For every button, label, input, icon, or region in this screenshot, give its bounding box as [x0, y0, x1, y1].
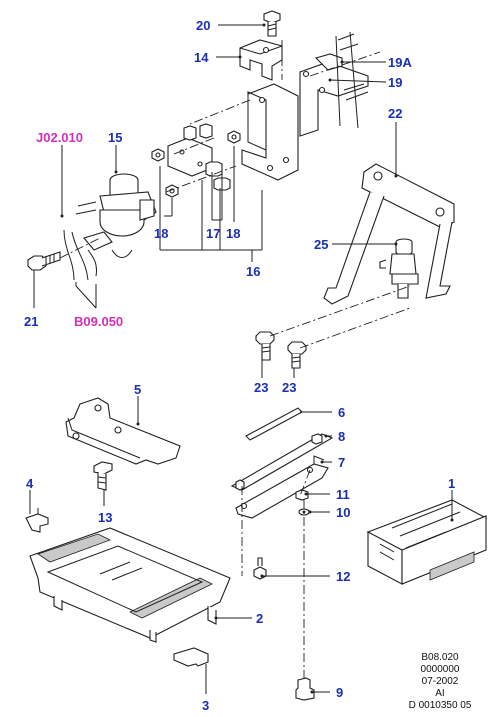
footer-line-2: 0000000	[421, 664, 460, 675]
footer-line-4: AI	[435, 688, 444, 699]
callout-19a: 19A	[388, 55, 412, 70]
rod-6	[245, 407, 303, 441]
drawing-info: B08.020 0000000 07-2002 AI D 0010350 05	[409, 652, 472, 711]
footer-line-5: D 0010350 05	[409, 700, 472, 711]
screw-23-right	[287, 341, 307, 369]
hose-lines	[63, 229, 97, 281]
callout-25: 25	[314, 237, 328, 252]
callout-6: 6	[338, 405, 345, 420]
callout-18-left: 18	[154, 226, 168, 241]
bolt-21	[27, 251, 61, 271]
callout-10: 10	[336, 505, 350, 520]
callout-18-right: 18	[226, 226, 240, 241]
leader-lines	[29, 23, 454, 694]
callout-4: 4	[26, 476, 34, 491]
callout-23-left: 23	[254, 380, 268, 395]
callout-1: 1	[448, 476, 455, 491]
main-bracket	[241, 83, 299, 181]
assembly-lines-lower	[241, 469, 311, 680]
callout-14: 14	[194, 50, 209, 65]
callout-11: 11	[336, 487, 350, 502]
cross-ref-top: J02.010	[36, 130, 83, 145]
nut-18-lower	[165, 184, 179, 198]
callout-12: 12	[336, 569, 350, 584]
clip-3	[173, 647, 209, 667]
callout-2: 2	[256, 611, 263, 626]
clip-4	[25, 508, 49, 533]
footer-line-3: 07-2002	[422, 676, 459, 687]
connector-9	[295, 677, 315, 701]
nut-18-left	[151, 148, 165, 162]
bracket-5	[65, 397, 181, 465]
screw-23-left	[255, 331, 275, 361]
callout-9: 9	[336, 685, 343, 700]
callout-22: 22	[388, 106, 402, 121]
callout-7: 7	[338, 455, 345, 470]
bracket-19	[299, 31, 369, 137]
control-module-1	[366, 499, 488, 585]
callout-23-right: 23	[282, 380, 296, 395]
bracket-7	[235, 455, 329, 519]
vacuum-unit-15	[75, 173, 157, 258]
footer-line-1: B08.020	[421, 652, 459, 663]
callout-5: 5	[134, 382, 141, 397]
bolt-13	[93, 461, 113, 491]
callout-19: 19	[388, 75, 402, 90]
callout-17: 17	[206, 226, 220, 241]
assembly-lines-upper	[59, 40, 411, 349]
callout-21: 21	[24, 314, 38, 329]
callout-3: 3	[202, 698, 209, 713]
tray-2	[29, 527, 231, 643]
nut-18-right	[227, 130, 241, 144]
sensor-25	[379, 238, 419, 299]
cross-ref-bottom: B09.050	[74, 314, 123, 329]
bolt-20	[263, 10, 281, 37]
clip-14	[239, 39, 283, 81]
callout-13: 13	[98, 510, 112, 525]
callout-8: 8	[338, 429, 345, 444]
small-bracket	[167, 123, 213, 177]
bracket-8	[230, 433, 334, 491]
callout-16: 16	[246, 264, 260, 279]
callout-labels: 20 14 19A 19 22 15 18 17 18 25 16 21 23 …	[24, 18, 455, 713]
bracket-22	[323, 163, 455, 305]
callout-15: 15	[108, 130, 122, 145]
callout-20: 20	[196, 18, 210, 33]
